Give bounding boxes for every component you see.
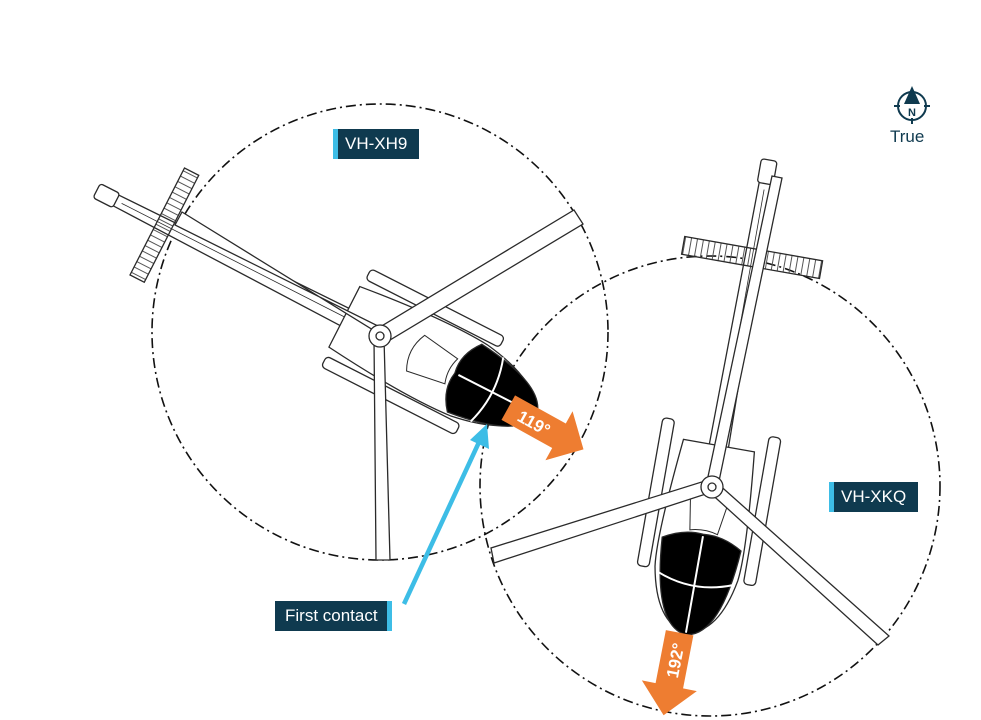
- registration-vh-xh9: VH-XH9: [345, 134, 408, 153]
- rotor-blades-vh-xh9: [174, 209, 584, 561]
- helicopter-vh-xh9: [93, 167, 539, 435]
- heading-arrow-vh-xkq: 192°: [641, 630, 697, 716]
- helicopter-vh-xkq: [636, 158, 824, 636]
- label-vh-xh9: VH-XH9: [333, 129, 420, 159]
- rotor-disc-vh-xh9: [151, 103, 609, 561]
- registration-vh-xkq: VH-XKQ: [841, 487, 907, 506]
- compass-north-letter: N: [908, 107, 916, 119]
- first-contact-text: First contact: [285, 606, 378, 625]
- compass-reference-label: True: [890, 127, 925, 146]
- rotor-blades-vh-xkq: [490, 175, 891, 646]
- compass-rose-icon: N: [894, 86, 930, 124]
- label-vh-xkq: VH-XKQ: [829, 482, 919, 512]
- label-first-contact: First contact: [275, 601, 392, 631]
- contact-arrow: [401, 424, 489, 605]
